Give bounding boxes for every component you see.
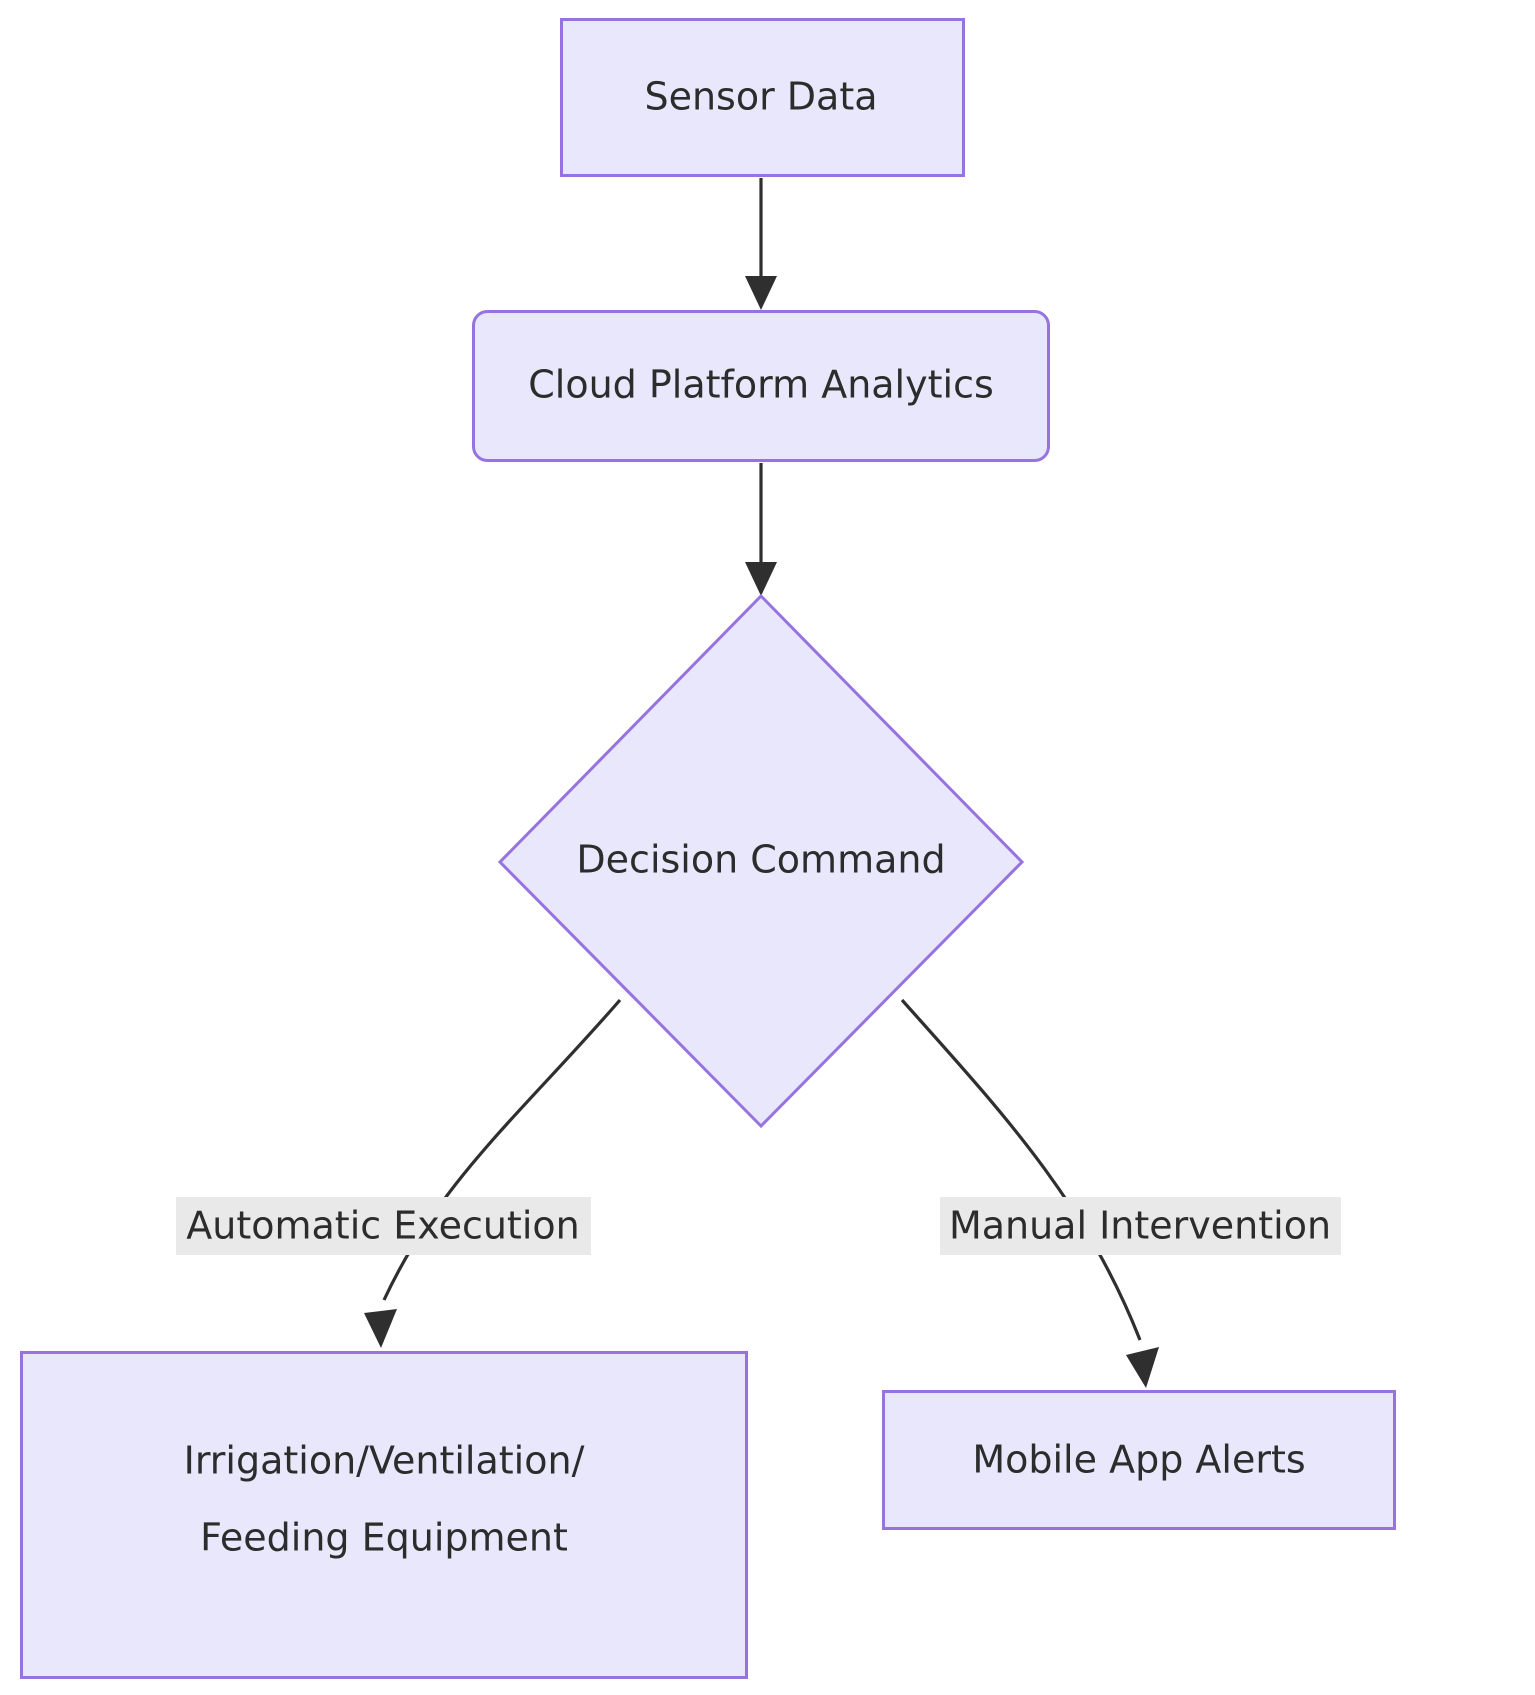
arrow-head-icon <box>745 276 777 310</box>
edge-label-background <box>940 1197 1341 1255</box>
arrow-head-icon <box>1126 1347 1159 1388</box>
edge-line <box>900 998 1142 1341</box>
node-cloud-platform-analytics[interactable]: Cloud Platform Analytics <box>472 310 1050 462</box>
node-shape-rectangle[interactable] <box>560 18 965 177</box>
node-shape-diamond[interactable] <box>497 593 1025 1129</box>
node-label-mobile-app-alerts: Mobile App Alerts <box>972 1438 1305 1482</box>
edge-label-background <box>176 1197 591 1255</box>
edge-decision-to-alerts <box>900 998 1159 1388</box>
node-shape-rectangle[interactable] <box>20 1351 748 1679</box>
node-irrigation-ventilation-feeding-equipment[interactable]: Irrigation/Ventilation/ Feeding Equipmen… <box>20 1351 748 1679</box>
arrow-head-icon <box>364 1309 397 1348</box>
node-shape-rectangle[interactable] <box>882 1390 1396 1530</box>
node-label-cloud-platform-analytics: Cloud Platform Analytics <box>528 363 994 407</box>
node-shape-rounded-rectangle[interactable] <box>472 310 1050 462</box>
edge-label-manual-intervention: Manual Intervention <box>940 1197 1341 1255</box>
edge-sensor-to-cloud <box>745 178 777 310</box>
node-decision-command[interactable]: Decision Command <box>497 593 1025 1129</box>
arrow-head-icon <box>745 562 777 596</box>
node-label-equipment-line-1: Irrigation/Ventilation/ <box>184 1439 585 1483</box>
edge-label-text-manual-intervention: Manual Intervention <box>949 1204 1331 1248</box>
edge-decision-to-equipment <box>364 998 622 1348</box>
node-sensor-data[interactable]: Sensor Data <box>560 18 965 177</box>
edge-label-text-automatic-execution: Automatic Execution <box>186 1204 579 1248</box>
node-mobile-app-alerts[interactable]: Mobile App Alerts <box>882 1390 1396 1530</box>
node-label-decision-command: Decision Command <box>576 838 945 882</box>
edge-label-automatic-execution: Automatic Execution <box>176 1197 591 1255</box>
node-label-equipment-line-2: Feeding Equipment <box>200 1516 568 1560</box>
edge-cloud-to-decision <box>745 463 777 596</box>
node-label-sensor-data: Sensor Data <box>644 75 877 119</box>
